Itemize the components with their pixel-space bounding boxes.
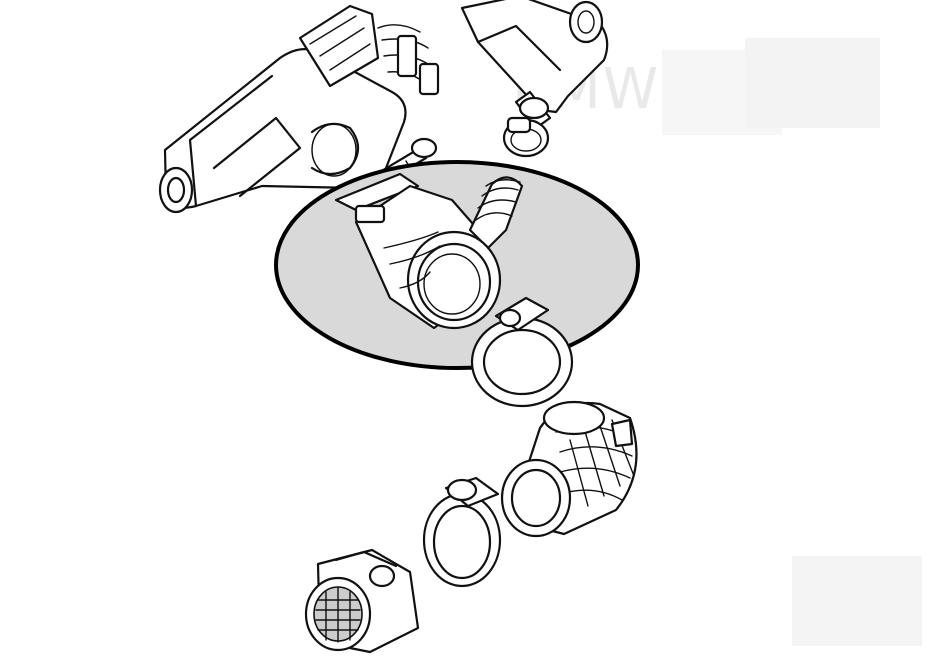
small-clamp-top-icon (502, 116, 550, 158)
large-clamp-icon (470, 296, 574, 408)
intake-boot-icon (334, 172, 524, 330)
pipe-icon (460, 0, 609, 130)
corrugated-boot-icon (500, 400, 638, 538)
maf-sensor-icon (304, 548, 420, 654)
lower-clamp-icon (422, 476, 502, 588)
